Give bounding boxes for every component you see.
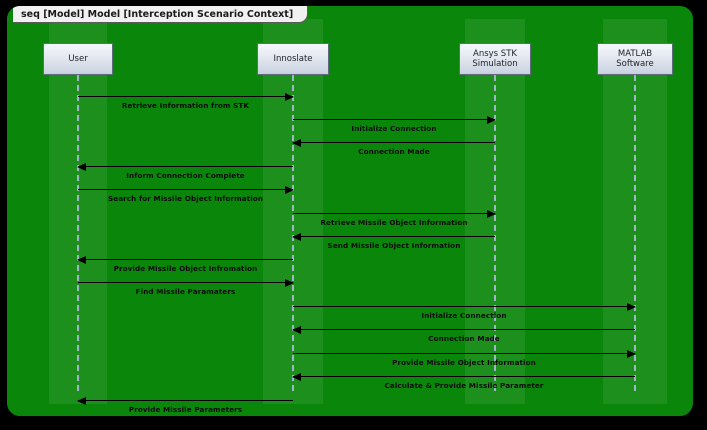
message-3[interactable]: Connection Made [292, 139, 495, 156]
message-label-13: Calculate & Provide Missile Parameter [384, 381, 544, 390]
arrowhead-right-icon [627, 350, 636, 358]
arrowhead-left-icon [292, 326, 301, 334]
arrowhead-right-icon [285, 279, 294, 287]
message-7[interactable]: Send Missile Object Information [292, 233, 495, 250]
arrowhead-right-icon [627, 303, 636, 311]
arrowhead-left-icon [292, 373, 301, 381]
arrowhead-left-icon [77, 163, 86, 171]
lifeline-label-ansys: Ansys STK Simulation [472, 49, 518, 69]
lifeline-head-innoslate[interactable]: Innoslate [257, 43, 329, 75]
arrowhead-right-icon [487, 116, 496, 124]
lifeline-ansys [494, 75, 496, 391]
message-13[interactable]: Calculate & Provide Missile Parameter [292, 373, 635, 390]
message-label-6: Retrieve Missile Object Information [320, 218, 468, 227]
message-12[interactable]: Provide Missile Object Information [293, 350, 636, 367]
message-8[interactable]: Provide Missile Object Infromation [77, 256, 293, 273]
fragment-label: seq [Model] Model [Interception Scenario… [13, 6, 309, 23]
message-label-11: Connection Made [428, 334, 500, 343]
message-10[interactable]: Initialize Connection [293, 303, 636, 320]
message-label-7: Send Missile Object Information [327, 241, 461, 250]
message-1[interactable]: Retrieve Information from STK [78, 93, 294, 110]
arrowhead-left-icon [292, 139, 301, 147]
arrowhead-left-icon [77, 256, 86, 264]
arrowhead-right-icon [285, 186, 294, 194]
message-14[interactable]: Provide Missile Parameters [77, 397, 293, 414]
lifeline-label-matlab: MATLAB Software [616, 49, 654, 69]
message-6[interactable]: Retrieve Missile Object Information [293, 210, 496, 227]
message-label-5: Search for Missile Object Information [107, 194, 264, 203]
arrowhead-right-icon [487, 210, 496, 218]
arrowhead-right-icon [285, 93, 294, 101]
message-label-9: Find Missile Paramaters [135, 287, 236, 296]
lifeline-head-user[interactable]: User [43, 43, 113, 75]
lifeline-label-user: User [68, 54, 88, 64]
arrowhead-left-icon [77, 397, 86, 405]
diagram-canvas: User Innoslate Ansys STK Simulation MATLAB … [7, 19, 693, 414]
message-label-2: Initialize Connection [351, 124, 437, 133]
message-label-10: Initialize Connection [421, 311, 507, 320]
message-11[interactable]: Connection Made [292, 326, 635, 343]
message-5[interactable]: Search for Missile Object Information [78, 186, 294, 203]
message-label-3: Connection Made [358, 147, 430, 156]
lifeline-head-ansys[interactable]: Ansys STK Simulation [459, 43, 531, 75]
message-label-1: Retrieve Information from STK [121, 101, 250, 110]
lifeline-user [77, 75, 79, 391]
message-label-4: Inform Connection Complete [126, 171, 245, 180]
lifeline-head-matlab[interactable]: MATLAB Software [597, 43, 673, 75]
message-9[interactable]: Find Missile Paramaters [78, 279, 294, 296]
lifeline-matlab [634, 75, 636, 391]
sequence-diagram-frame: seq [Model] Model [Interception Scenario… [6, 5, 694, 417]
message-label-12: Provide Missile Object Information [392, 358, 536, 367]
message-2[interactable]: Initialize Connection [293, 116, 496, 133]
arrowhead-left-icon [292, 233, 301, 241]
lifeline-label-innoslate: Innoslate [273, 54, 313, 64]
message-4[interactable]: Inform Connection Complete [77, 163, 293, 180]
message-label-8: Provide Missile Object Infromation [113, 264, 258, 273]
message-label-14: Provide Missile Parameters [128, 405, 243, 414]
